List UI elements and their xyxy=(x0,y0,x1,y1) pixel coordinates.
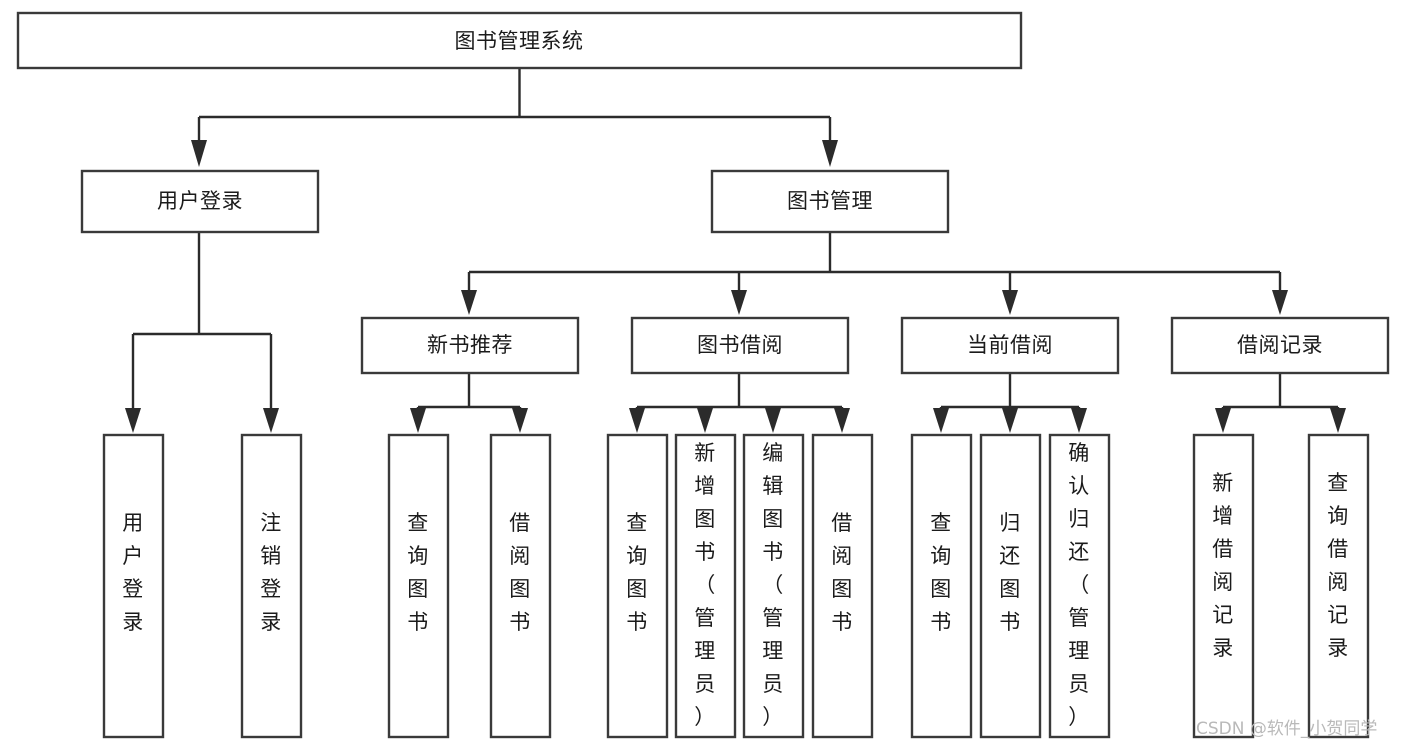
leaf-bookborrow-borrow-book-label: 借阅图书 xyxy=(831,511,853,634)
leaf-bookborrow-add-book-label: 新增图书（管理员） xyxy=(694,441,716,729)
edge-newbook-to-leaves xyxy=(410,374,528,433)
node-book-management-label: 图书管理 xyxy=(787,189,873,213)
leaf-currentborrow-query-book-label: 查询图书 xyxy=(930,511,952,634)
leaf-bookborrow-query-book-label: 查询图书 xyxy=(626,511,648,634)
edge-root-to-level2 xyxy=(191,68,838,167)
leaf-user-login-logout-label: 注销登录 xyxy=(260,511,282,634)
leaf-bookborrow-edit-book-label: 编辑图书（管理员） xyxy=(762,441,784,729)
leaf-borrowrecord-add-record-label: 新增借阅记录 xyxy=(1212,471,1234,660)
leaf-user-login-logout[interactable]: 注销登录 xyxy=(240,433,303,739)
leaf-newbook-borrow-book-label: 借阅图书 xyxy=(509,511,531,634)
node-new-book-recommend[interactable]: 新书推荐 xyxy=(360,316,580,375)
node-borrow-record[interactable]: 借阅记录 xyxy=(1170,316,1390,375)
edge-userlogin-to-leaves xyxy=(125,233,279,433)
leaf-user-login-login-label: 用户登录 xyxy=(122,511,144,634)
edge-borrowrecord-to-leaves xyxy=(1215,374,1346,433)
leaf-newbook-borrow-book[interactable]: 借阅图书 xyxy=(489,433,552,739)
leaf-currentborrow-confirm-return[interactable]: 确认归还（管理员） xyxy=(1048,433,1111,739)
node-root-label: 图书管理系统 xyxy=(455,29,584,53)
leaf-bookborrow-borrow-book[interactable]: 借阅图书 xyxy=(811,433,874,739)
edge-bookborrow-to-leaves xyxy=(629,374,850,433)
edge-currentborrow-to-leaves xyxy=(933,374,1087,433)
leaf-bookborrow-query-book[interactable]: 查询图书 xyxy=(606,433,669,739)
leaf-currentborrow-return-book[interactable]: 归还图书 xyxy=(979,433,1042,739)
node-book-borrow-label: 图书借阅 xyxy=(697,333,783,357)
leaf-bookborrow-add-book[interactable]: 新增图书（管理员） xyxy=(674,433,737,739)
leaf-bookborrow-edit-book[interactable]: 编辑图书（管理员） xyxy=(742,433,805,739)
csdn-watermark: CSDN @软件_小贺同学 xyxy=(1196,719,1377,739)
node-current-borrow-label: 当前借阅 xyxy=(967,333,1053,357)
leaf-newbook-query-book-label: 查询图书 xyxy=(407,511,429,634)
leaf-currentborrow-query-book[interactable]: 查询图书 xyxy=(910,433,973,739)
leaf-borrowrecord-query-record-label: 查询借阅记录 xyxy=(1327,471,1349,660)
node-user-login[interactable]: 用户登录 xyxy=(80,169,320,234)
node-book-borrow[interactable]: 图书借阅 xyxy=(630,316,850,375)
node-book-management[interactable]: 图书管理 xyxy=(710,169,950,234)
edge-bookmgmt-to-level3 xyxy=(461,233,1288,315)
leaf-currentborrow-confirm-return-label: 确认归还（管理员） xyxy=(1068,441,1090,729)
leaf-newbook-query-book[interactable]: 查询图书 xyxy=(387,433,450,739)
leaf-currentborrow-return-book-label: 归还图书 xyxy=(999,511,1021,634)
leaf-borrowrecord-add-record[interactable]: 新增借阅记录 xyxy=(1192,433,1255,739)
leaf-borrowrecord-query-record[interactable]: 查询借阅记录 xyxy=(1307,433,1370,739)
node-borrow-record-label: 借阅记录 xyxy=(1237,333,1323,357)
leaf-user-login-login[interactable]: 用户登录 xyxy=(102,433,165,739)
node-root-system[interactable]: 图书管理系统 xyxy=(16,11,1023,70)
node-user-login-label: 用户登录 xyxy=(157,189,243,213)
node-current-borrow[interactable]: 当前借阅 xyxy=(900,316,1120,375)
node-new-book-recommend-label: 新书推荐 xyxy=(427,333,513,357)
